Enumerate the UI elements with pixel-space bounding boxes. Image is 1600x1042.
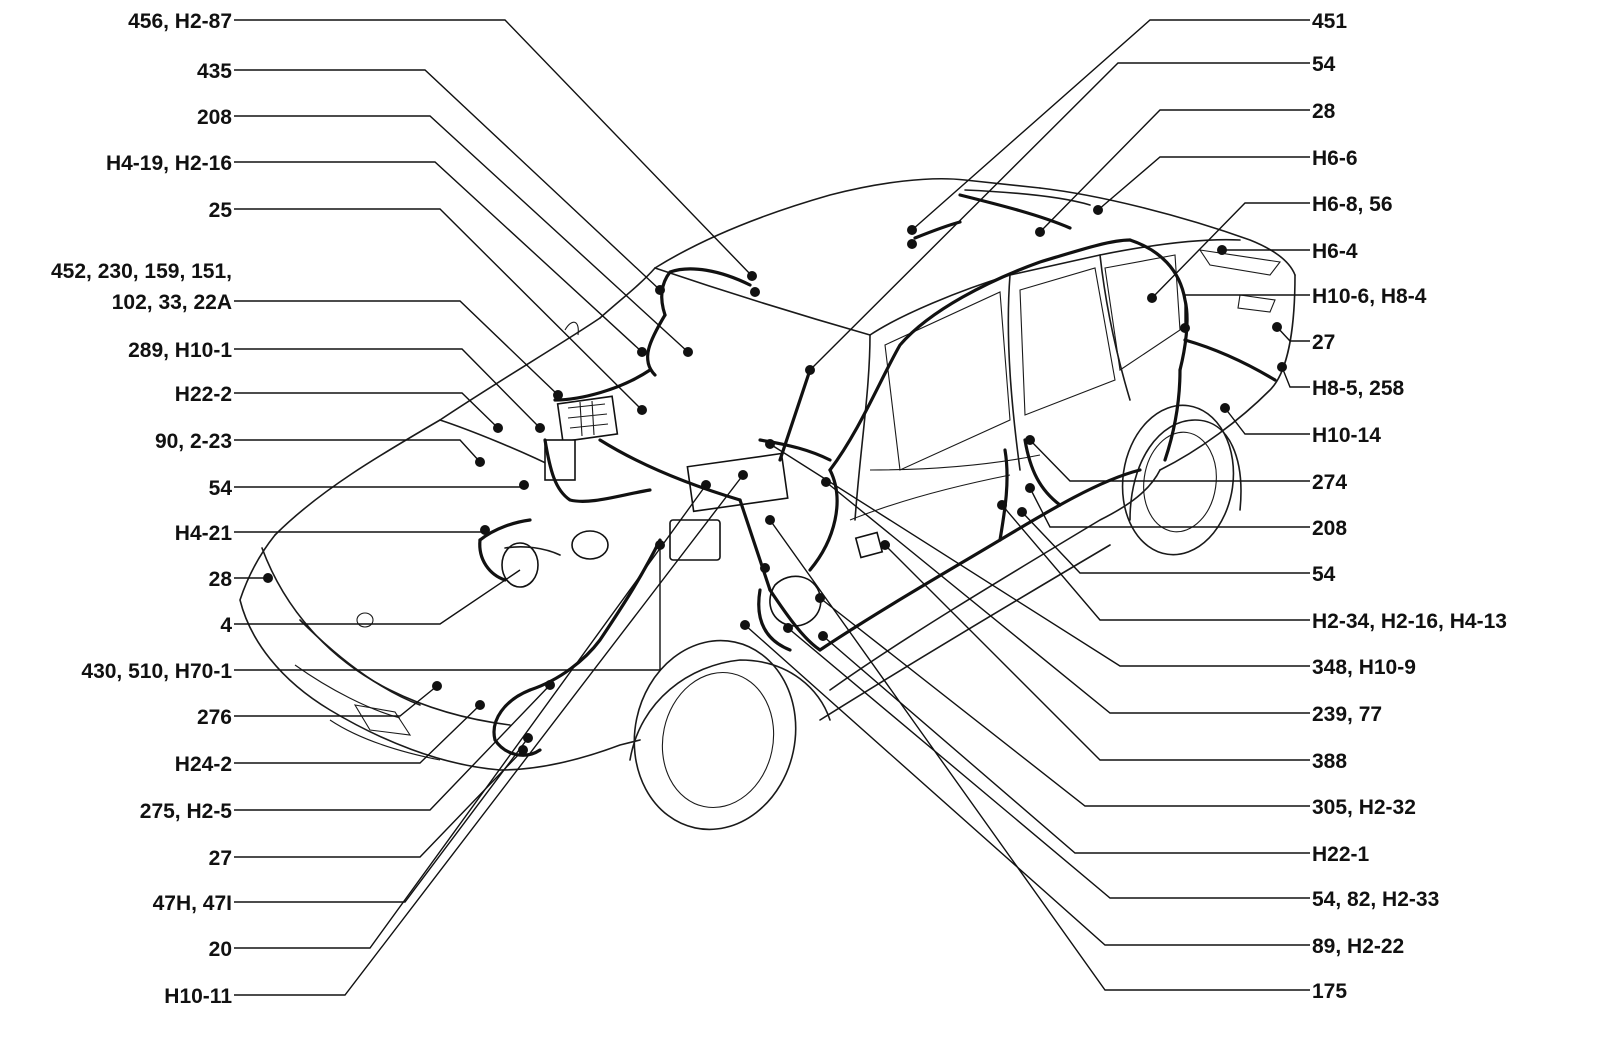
callout-label: H10-11 <box>164 985 232 1008</box>
callout-label: 348, H10-9 <box>1312 656 1416 679</box>
callout-label: 276 <box>197 706 232 729</box>
callout-label: 275, H2-5 <box>140 800 233 823</box>
callout-label: H6-4 <box>1312 240 1358 263</box>
callout-label: 102, 33, 22A <box>112 291 232 314</box>
car-body-outline <box>239 178 1296 831</box>
callout-label: 452, 230, 159, 151, <box>51 260 232 283</box>
callout-label: 54 <box>1312 563 1336 586</box>
callout-label: 90, 2-23 <box>155 430 232 453</box>
callout-labels-right: 451 54 28 H6-6 H6-8, 56 H6-4 H10-6, H8-4… <box>1312 10 1507 1003</box>
callout-label: 54 <box>1312 53 1336 76</box>
callout-label: 27 <box>1312 331 1335 354</box>
callout-label: 54, 82, H2-33 <box>1312 888 1439 911</box>
callout-label: 28 <box>209 568 233 591</box>
callout-label: H24-2 <box>175 753 232 776</box>
callout-label: 20 <box>209 938 232 961</box>
callout-label: 274 <box>1312 471 1347 494</box>
callout-label: H8-5, 258 <box>1312 377 1405 400</box>
callout-label: 305, H2-32 <box>1312 796 1416 819</box>
callout-labels-left: 456, H2-87 435 208 H4-19, H2-16 25 452, … <box>51 10 232 1008</box>
callout-label: H2-34, H2-16, H4-13 <box>1312 610 1507 633</box>
callout-label: 208 <box>1312 517 1347 540</box>
callout-label: 435 <box>197 60 232 83</box>
callout-label: 28 <box>1312 100 1336 123</box>
callout-label: 175 <box>1312 980 1347 1003</box>
ecu-box <box>669 519 721 561</box>
callout-label: 456, H2-87 <box>128 10 232 33</box>
callout-label: 388 <box>1312 750 1347 773</box>
callout-label: 430, 510, H70-1 <box>81 660 232 683</box>
callout-label: 451 <box>1312 10 1347 33</box>
brake-booster <box>501 542 539 588</box>
callout-label: H6-6 <box>1312 147 1358 170</box>
callout-label: H10-14 <box>1312 424 1381 447</box>
callout-label: H22-2 <box>175 383 232 406</box>
callout-label: 208 <box>197 106 232 129</box>
callout-label: 289, H10-1 <box>128 339 232 362</box>
fuse-relay-box <box>556 395 619 443</box>
steering-column <box>769 575 822 627</box>
callout-label: H4-21 <box>175 522 233 545</box>
callout-label: 4 <box>220 614 232 637</box>
callout-label: 89, H2-22 <box>1312 935 1404 958</box>
callout-label: 47H, 47I <box>153 892 232 915</box>
leader-lines-left <box>234 19 753 996</box>
callout-label: 54 <box>209 477 233 500</box>
leader-lines-right <box>744 19 1310 991</box>
engine-bay-components <box>356 395 884 628</box>
callout-label: H10-6, H8-4 <box>1312 285 1427 308</box>
wiring-harness <box>478 193 1277 757</box>
callout-label: H6-8, 56 <box>1312 193 1393 216</box>
callout-label: 239, 77 <box>1312 703 1382 726</box>
callout-label: H4-19, H2-16 <box>106 152 232 175</box>
air-filter-housing <box>571 530 609 560</box>
glovebox-module <box>854 531 884 559</box>
callout-label: H22-1 <box>1312 843 1370 866</box>
callout-label: 27 <box>209 847 232 870</box>
callout-label: 25 <box>209 199 233 222</box>
